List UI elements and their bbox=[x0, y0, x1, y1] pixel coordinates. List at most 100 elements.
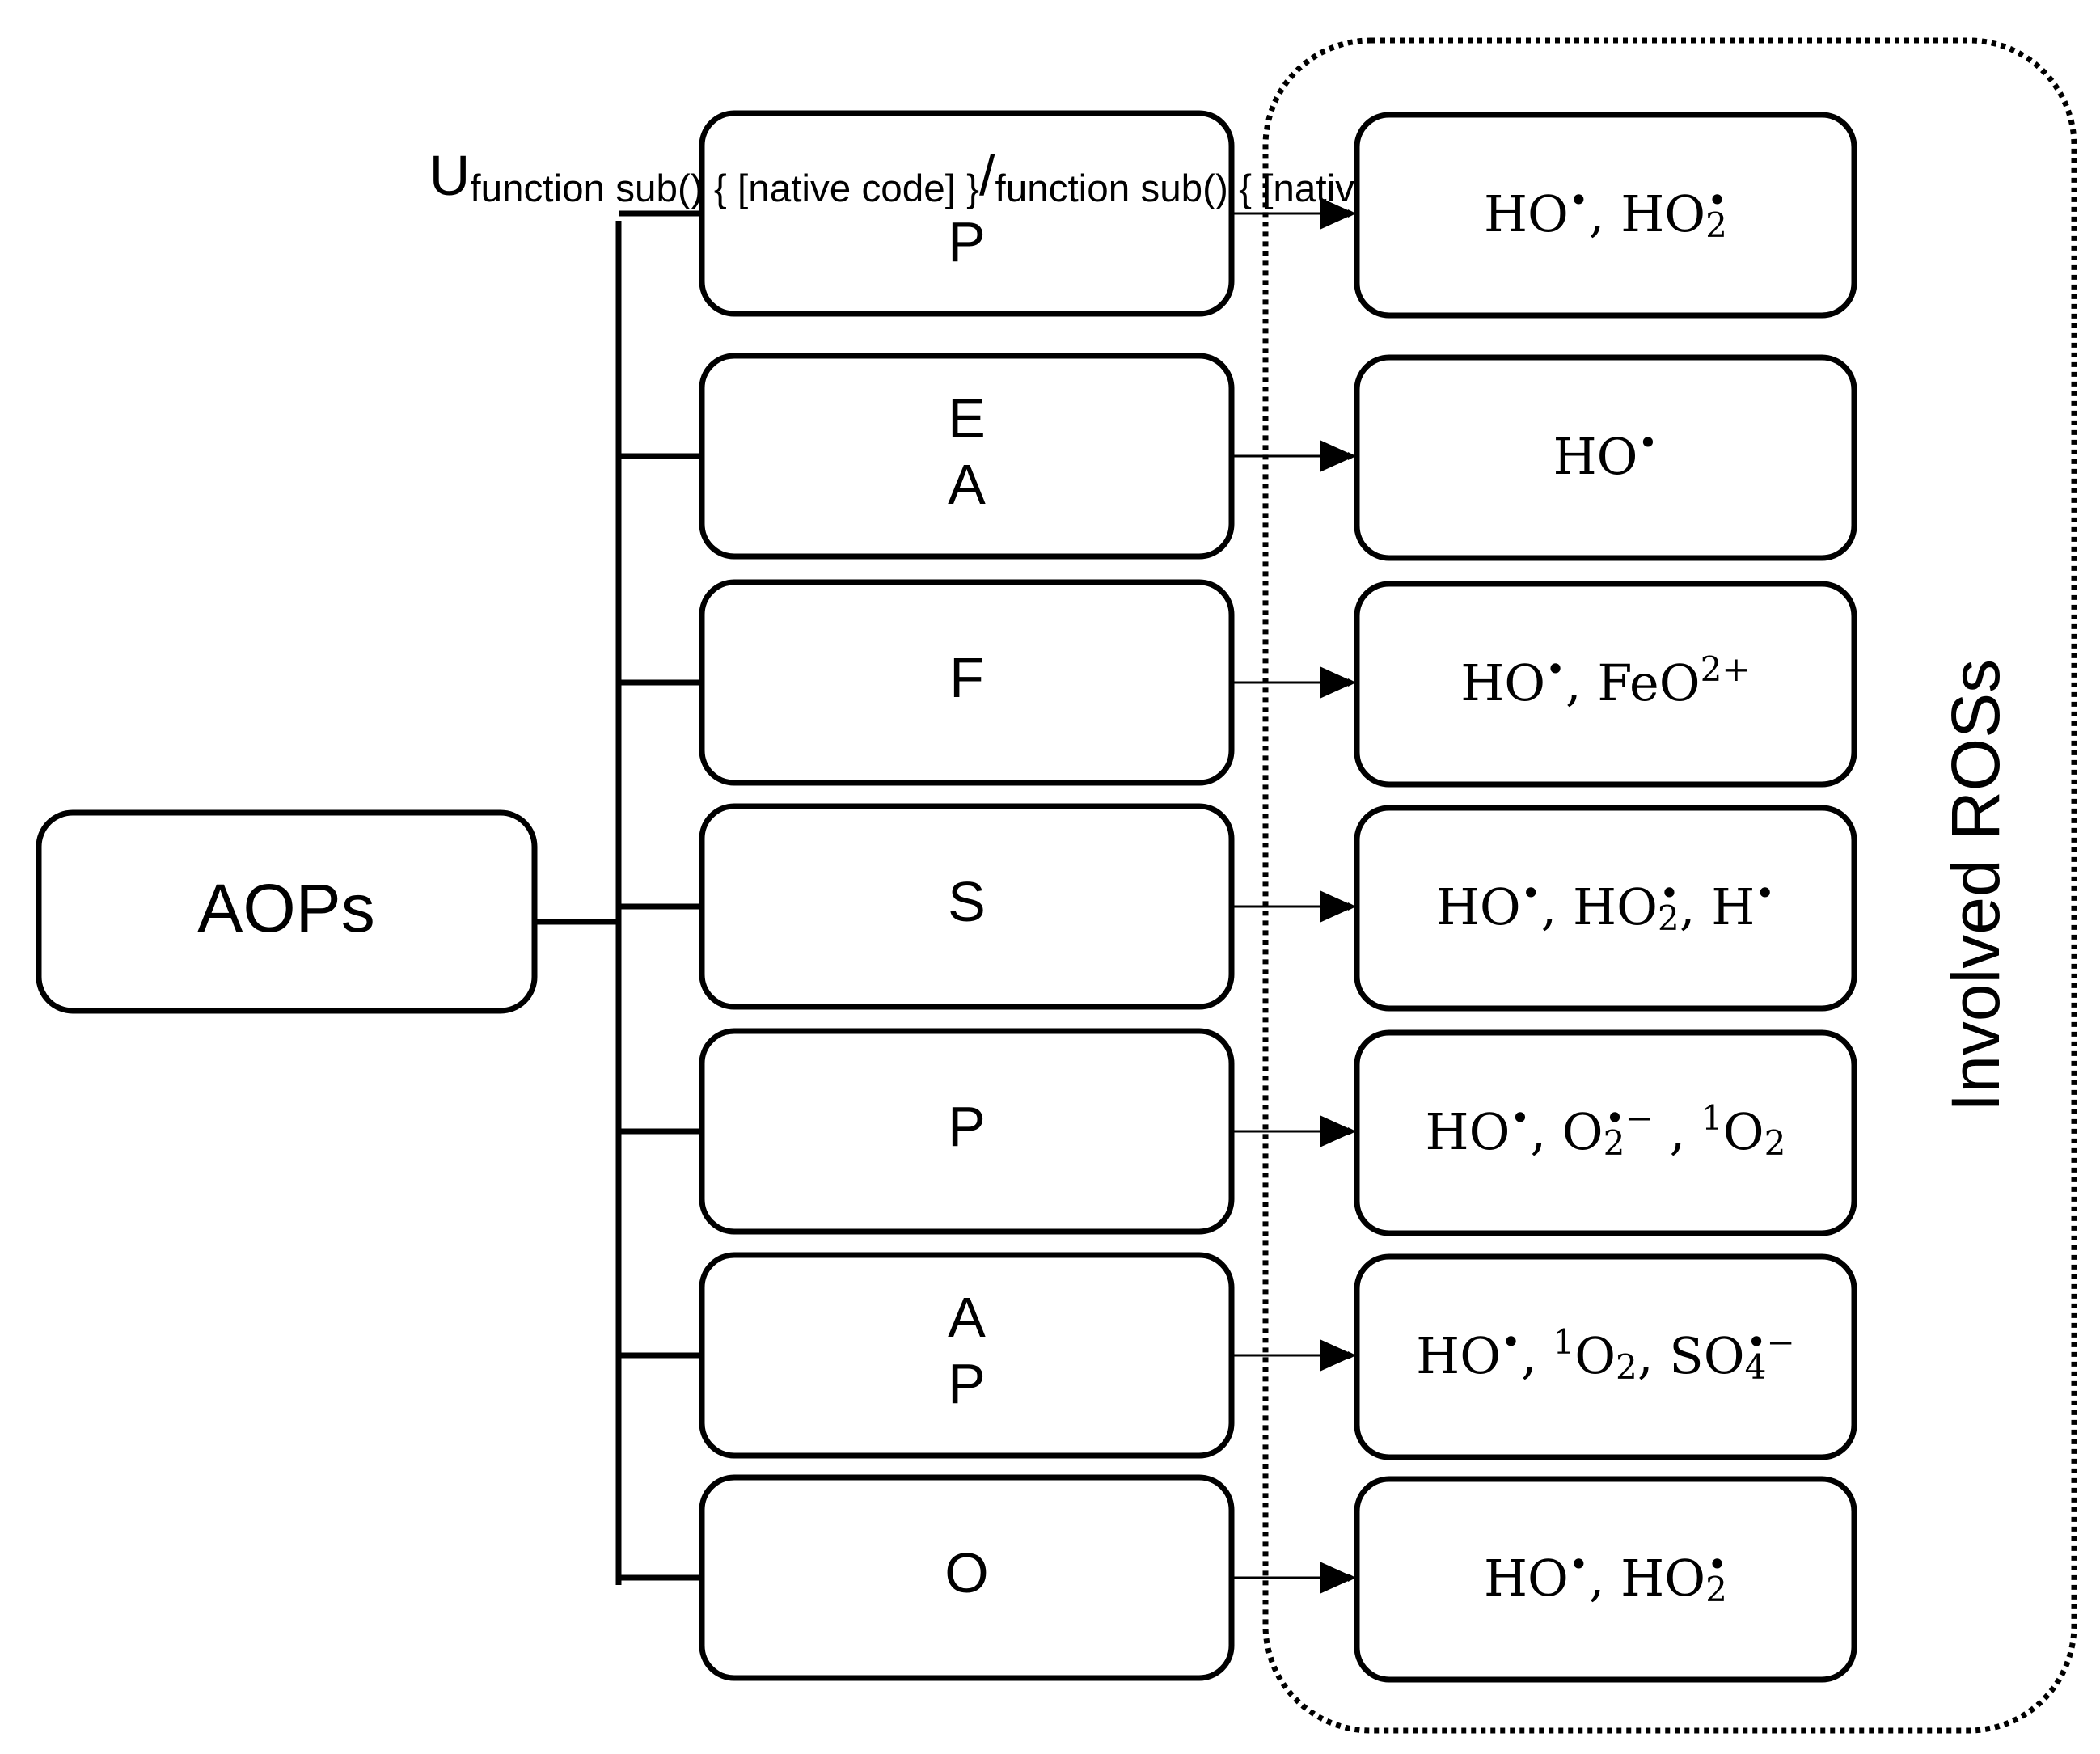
ros-box bbox=[1354, 805, 1857, 1012]
formula-subscript: 2 bbox=[1616, 1347, 1637, 1387]
formula-superscript: 1 bbox=[1701, 1098, 1723, 1138]
arrowhead bbox=[1320, 890, 1355, 923]
process-box bbox=[699, 110, 1235, 317]
formula-text: O bbox=[1723, 1102, 1764, 1161]
formula-text: , H bbox=[1680, 877, 1755, 936]
ros-box bbox=[1354, 1253, 1857, 1460]
ros-group-label: Involved ROSs bbox=[1937, 659, 2013, 1112]
formula-text: , FeO bbox=[1565, 653, 1701, 712]
process-label: P bbox=[948, 1095, 986, 1158]
process-label: E bbox=[948, 387, 986, 450]
formula-superscript: • bbox=[1569, 180, 1589, 220]
formula-text: O bbox=[1574, 1326, 1616, 1385]
process-rows: Ufunction sub() { [native code] }/functi… bbox=[429, 110, 1857, 1683]
formula-text: HO bbox=[1484, 1549, 1569, 1608]
formula-text: , O bbox=[1530, 1102, 1603, 1161]
formula-text: , HO bbox=[1589, 1549, 1705, 1608]
process-row: Ufunction sub() { [native code] }/functi… bbox=[429, 110, 1857, 319]
ros-formula: HO•, HO2• bbox=[1484, 180, 1727, 245]
formula-superscript: • bbox=[1638, 423, 1658, 463]
arrowhead bbox=[1320, 197, 1355, 230]
formula-text: , SO bbox=[1637, 1326, 1745, 1385]
ros-formula: HO• bbox=[1553, 423, 1658, 486]
formula-superscript: • bbox=[1755, 873, 1775, 913]
root-label: AOPs bbox=[197, 870, 374, 946]
formula-text: HO bbox=[1620, 184, 1705, 243]
formula-superscript: • bbox=[1521, 873, 1541, 913]
ros-box bbox=[1354, 354, 1857, 561]
formula-text: O bbox=[944, 1541, 988, 1604]
root-box bbox=[36, 809, 538, 1014]
formula-subscript: 2 bbox=[1764, 1123, 1786, 1163]
process-box bbox=[699, 1028, 1235, 1235]
formula-subscript: 4 bbox=[1745, 1347, 1767, 1387]
formula-superscript: • bbox=[1707, 1545, 1727, 1584]
formula-text: U bbox=[429, 144, 471, 207]
process-label: P bbox=[948, 1352, 986, 1415]
formula-superscript: 2+ bbox=[1701, 649, 1751, 689]
formula-subscript: function sub() { [native code] } bbox=[470, 167, 979, 210]
formula-subscript: 2 bbox=[1658, 898, 1680, 938]
formula-superscript: • bbox=[1501, 1322, 1521, 1362]
process-box bbox=[699, 803, 1235, 1010]
formula-text: HO bbox=[1460, 653, 1545, 712]
formula-subscript: 2 bbox=[1604, 1123, 1625, 1163]
formula-text: HO bbox=[1484, 184, 1569, 243]
arrowhead bbox=[1320, 1115, 1355, 1147]
ros-formula: HO•, FeO2+ bbox=[1460, 649, 1751, 712]
process-box bbox=[699, 1474, 1235, 1681]
process-label: A bbox=[948, 453, 986, 516]
process-box bbox=[699, 353, 1235, 560]
formula-text: S bbox=[948, 870, 986, 933]
process-box bbox=[699, 1252, 1235, 1459]
formula-text: P bbox=[948, 210, 986, 273]
ros-group-border bbox=[1262, 37, 2077, 1734]
formula-text: P bbox=[948, 1095, 986, 1158]
formula-subscript: 2 bbox=[1705, 1570, 1727, 1609]
process-row: EA HO• bbox=[619, 353, 1857, 561]
formula-text: , bbox=[1521, 1326, 1553, 1385]
arrowhead bbox=[1320, 1339, 1355, 1372]
formula-text: , bbox=[1654, 1102, 1701, 1161]
formula-text: E bbox=[948, 387, 986, 450]
formula-text: P bbox=[948, 1352, 986, 1415]
formula-text: HO bbox=[1416, 1326, 1501, 1385]
process-label: P bbox=[948, 210, 986, 273]
process-label: O bbox=[944, 1541, 988, 1604]
process-label: S bbox=[948, 870, 986, 933]
formula-text: A bbox=[948, 453, 986, 516]
formula-text: A bbox=[948, 1286, 986, 1349]
ros-formula: HO•, 1O2, SO4•− bbox=[1416, 1322, 1795, 1387]
process-row: F HO•, FeO2+ bbox=[619, 579, 1857, 788]
ros-box bbox=[1354, 112, 1857, 319]
ros-formula: HO•, O2•− , 1O2 bbox=[1426, 1098, 1786, 1163]
process-box bbox=[699, 579, 1235, 786]
formula-text: HO bbox=[1553, 427, 1638, 486]
process-row: AP HO•, 1O2, SO4•− bbox=[619, 1252, 1857, 1460]
ros-box bbox=[1354, 581, 1857, 788]
process-label: A bbox=[948, 1286, 986, 1349]
formula-superscript: 1 bbox=[1553, 1322, 1574, 1362]
formula-superscript: •− bbox=[1605, 1098, 1654, 1138]
ros-formula: HO•, HO2• bbox=[1484, 1545, 1727, 1609]
arrowhead bbox=[1320, 1562, 1355, 1594]
formula-superscript: • bbox=[1510, 1098, 1530, 1138]
formula-text: F bbox=[949, 646, 984, 709]
formula-text: / bbox=[979, 144, 995, 207]
formula-text: , bbox=[1589, 184, 1620, 243]
formula-superscript: • bbox=[1545, 649, 1565, 689]
formula-subscript: 2 bbox=[1705, 205, 1727, 245]
formula-text: HO bbox=[1436, 877, 1521, 936]
formula-superscript: • bbox=[1659, 873, 1680, 913]
process-label: F bbox=[949, 646, 984, 709]
formula-text: , HO bbox=[1541, 877, 1658, 936]
formula-superscript: •− bbox=[1747, 1322, 1795, 1362]
ros-formula: HO•, HO2•, H• bbox=[1436, 873, 1775, 938]
arrowhead bbox=[1320, 666, 1355, 699]
ros-box bbox=[1354, 1029, 1857, 1236]
